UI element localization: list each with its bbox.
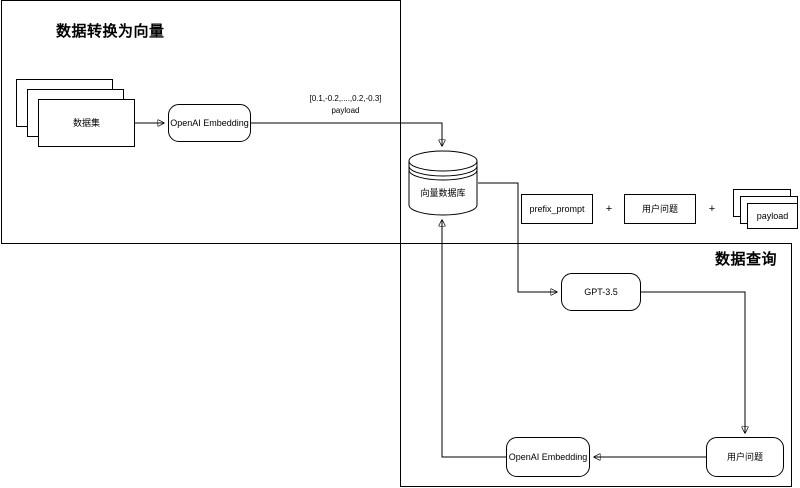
node-payload[interactable]: payload	[747, 203, 798, 229]
node-payload-label: payload	[756, 210, 789, 221]
node-user-question-bottom-label: 用户问题	[726, 451, 763, 462]
cylinder-shape	[408, 150, 478, 216]
operator-plus-one: +	[605, 203, 613, 215]
edge-label-vector-values: [0.1,-0.2,....,0.2,-0.3]	[309, 94, 382, 103]
node-user-question-top-label: 用户问题	[641, 203, 678, 214]
node-prefix-prompt[interactable]: prefix_prompt	[521, 194, 593, 224]
group-title-data-to-vector: 数据转换为向量	[56, 23, 165, 40]
node-gpt-label: GPT-3.5	[584, 286, 618, 297]
node-user-question-top[interactable]: 用户问题	[624, 194, 696, 224]
node-vector-database-label: 向量数据库	[420, 188, 466, 198]
edge-label-vector-payload: [0.1,-0.2,....,0.2,-0.3] payload	[288, 93, 403, 116]
node-openai-embedding-query[interactable]: OpenAI Embedding	[506, 437, 590, 477]
node-user-question-bottom[interactable]: 用户问题	[706, 437, 784, 477]
node-openai-embedding-query-label: OpenAI Embedding	[508, 451, 588, 462]
node-gpt[interactable]: GPT-3.5	[561, 273, 641, 311]
edge-label-payload-word: payload	[331, 105, 360, 115]
node-openai-embedding-ingest[interactable]: OpenAI Embedding	[168, 104, 251, 142]
node-dataset-label: 数据集	[72, 117, 100, 128]
node-openai-embedding-ingest-label: OpenAI Embedding	[170, 117, 249, 128]
node-dataset[interactable]: 数据集	[38, 99, 135, 147]
group-title-data-query: 数据查询	[715, 251, 778, 268]
operator-plus-two: +	[708, 203, 716, 215]
group-container-data-to-vector	[1, 0, 401, 244]
node-vector-database[interactable]: 向量数据库	[408, 150, 478, 216]
node-prefix-prompt-label: prefix_prompt	[529, 203, 585, 214]
group-container-data-query	[400, 243, 792, 487]
